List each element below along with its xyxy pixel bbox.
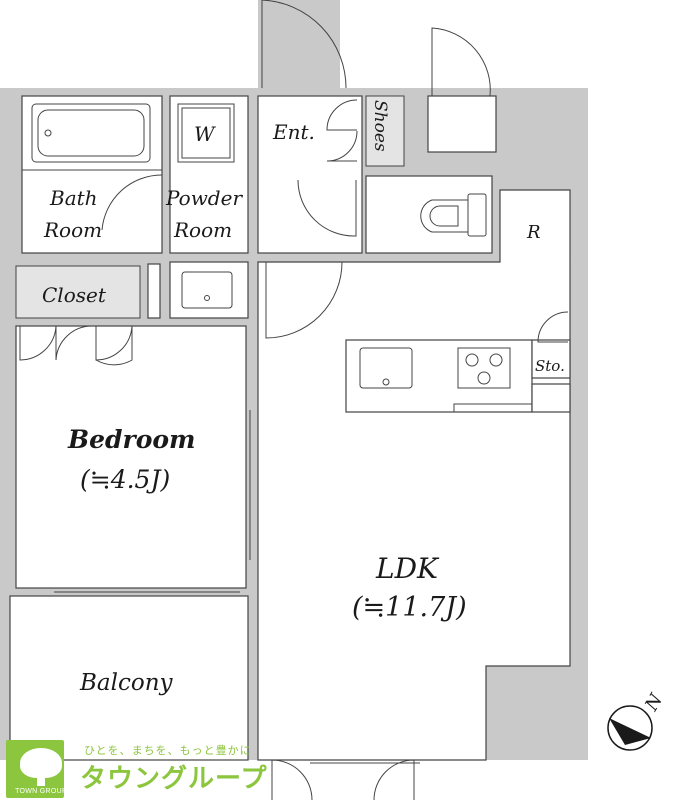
bath-door [101,174,163,231]
balcony [9,595,249,761]
kitchen-sink [359,347,413,389]
closet-door-2 [55,325,93,361]
storage-box [531,339,571,379]
ldk-room [257,189,571,761]
washer-label: W [194,122,216,146]
toilet-bowl [420,199,469,233]
bathtub-drain [44,129,52,137]
toilet-seat [429,205,459,227]
shoes-door-1 [326,99,358,131]
ldk-size: (≒11.7J) [352,592,467,623]
sink-basin [181,271,233,309]
closet-door-3 [95,325,133,361]
bathtub [31,103,151,163]
closet [15,265,141,319]
closet-pillar [147,263,161,319]
tree-icon [20,748,62,778]
ldk-label: LDK [375,552,440,585]
ldk-door [265,261,343,339]
shoes-cabinet [365,95,405,167]
storage-door [537,311,569,343]
powder-label-2: Room [173,218,232,242]
entrance-area [257,95,363,254]
bath-label-2: Room [43,218,102,242]
ldk-door-bottom-2 [373,759,415,800]
ent-inner-door [297,179,357,237]
bedroom-label: Bedroom [67,425,196,454]
sink-drain [204,295,210,301]
brand-name: タウングループ [80,764,268,794]
balcony-label: Balcony [79,670,174,696]
top-opening [427,95,497,153]
bedroom [15,325,247,589]
closet-door-4 [95,326,133,366]
burner-3 [477,371,491,385]
stove [457,347,511,389]
bathtub-inner [37,109,145,157]
bath-label-1: Bath [49,186,98,210]
washer-inner [181,107,231,159]
sink-counter [169,261,249,319]
brand-name-en: TOWN GROUP [15,788,67,795]
powder-room [169,95,249,254]
closet-door-1 [19,325,57,361]
front-door [261,0,347,89]
kitchen-counter [345,339,533,413]
ldk-pillar [531,383,571,413]
fridge-label: R [526,222,541,243]
shoes-label: Shoes [370,100,390,152]
ldk-door-bottom-1 [271,759,313,800]
closet-label: Closet [42,283,107,307]
kitchen-drain [382,378,390,386]
counter-step [453,403,532,412]
town-group-logo-mark: TOWN GROUP [6,740,67,798]
storage-label: Sto. [535,357,565,375]
north-compass [607,705,653,751]
tree-trunk-icon [37,776,45,786]
powder-label-1: Powder [165,186,243,210]
entrance-label: Ent. [272,120,315,144]
burner-1 [465,353,479,367]
washer-box [177,103,235,163]
bedroom-size: (≒4.5J) [80,465,170,494]
toilet-room [365,175,493,254]
compass-arrow [609,718,651,745]
top-door [431,27,491,97]
brand-tagline: ひとを、まちを、もっと豊かに [84,744,252,757]
shoes-door-2 [326,130,358,162]
burner-2 [489,353,503,367]
brand-logo: TOWN GROUP ひとを、まちを、もっと豊かに タウングループ [0,738,290,800]
